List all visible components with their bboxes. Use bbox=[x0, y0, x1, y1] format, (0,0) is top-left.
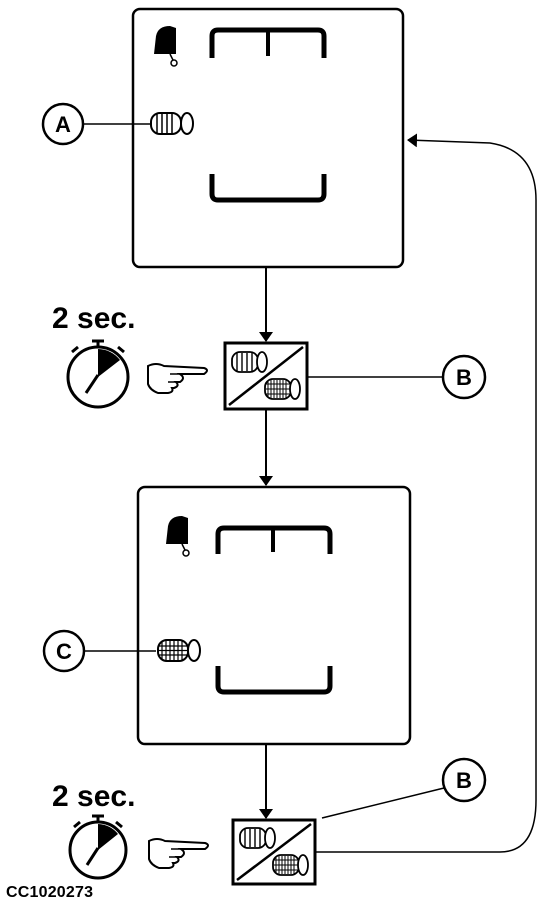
display-screen-coarse bbox=[131, 7, 405, 269]
bale-gauge-bottom bbox=[215, 666, 333, 695]
return-loop-arrow bbox=[315, 133, 537, 853]
stopwatch-icon bbox=[66, 339, 130, 409]
figure-id: CC1020273 bbox=[6, 884, 94, 901]
bale-gauge-top bbox=[209, 27, 327, 58]
baler-icon bbox=[154, 26, 178, 67]
callout-a-label: A bbox=[55, 112, 71, 137]
timer-label-1: 2 sec. bbox=[52, 302, 135, 335]
bale-fine-icon bbox=[157, 639, 201, 662]
callout-b-upper: B bbox=[307, 354, 487, 400]
step-2: 2 sec. bbox=[52, 780, 317, 886]
callout-c: C bbox=[42, 629, 156, 673]
bale-toggle-button-icon[interactable] bbox=[223, 341, 309, 411]
bale-toggle-button-icon[interactable] bbox=[231, 818, 317, 886]
stopwatch-icon bbox=[68, 814, 128, 880]
callout-b-upper-label: B bbox=[456, 365, 472, 390]
baler-icon bbox=[166, 516, 190, 557]
pointing-hand-icon bbox=[147, 363, 208, 394]
callout-c-label: C bbox=[56, 639, 72, 664]
step-1: 2 sec. bbox=[52, 302, 309, 411]
bale-coarse-icon bbox=[150, 112, 194, 135]
callout-a: A bbox=[41, 102, 150, 146]
display-screen-fine bbox=[136, 485, 412, 746]
pointing-hand-icon bbox=[148, 838, 209, 869]
callout-b-lower-label: B bbox=[456, 768, 472, 793]
bale-gauge-bottom bbox=[209, 174, 327, 203]
bale-gauge-top bbox=[215, 525, 333, 554]
callout-b-lower: B bbox=[321, 757, 487, 819]
timer-label-2: 2 sec. bbox=[52, 780, 135, 813]
